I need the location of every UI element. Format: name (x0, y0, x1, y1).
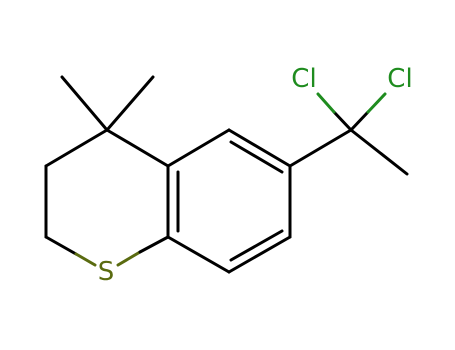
bond-c2-sulfur-a (44, 235, 78, 256)
bond-sulfur-c8a-b (138, 235, 170, 254)
bond-c2-sulfur-b (74, 252, 97, 267)
bond-group (44, 75, 409, 274)
sulfur-atom-label: S (98, 257, 115, 287)
chlorine-atom-label-left: Cl (291, 64, 316, 94)
atom-label-group: S Cl Cl (98, 64, 413, 287)
bond-c7-c8 (227, 235, 292, 274)
bond-cq-methyl (349, 128, 409, 176)
bond-c7-c8-inner (229, 229, 284, 262)
bond-sulfur-c8a-a (116, 250, 142, 267)
bond-cq-cl-right-a (349, 110, 370, 132)
bond-cq-cl-right-b (366, 92, 387, 114)
bond-cq-cl-left-b (316, 92, 336, 114)
bond-c4a-c5 (166, 128, 231, 168)
bond-c4-methyl-a (60, 75, 109, 132)
bond-c5-c6-inner (229, 140, 284, 174)
bond-c4-methyl-b (105, 75, 155, 132)
bond-c6-cq (288, 128, 353, 168)
bond-cq-cl-left-a (332, 110, 353, 132)
chlorine-atom-label-right: Cl (387, 64, 412, 94)
bond-c4-c4a (105, 128, 170, 168)
bond-c8-c8a (166, 235, 231, 274)
bond-c5-c6 (227, 128, 292, 168)
bond-c4-c3 (44, 128, 109, 168)
